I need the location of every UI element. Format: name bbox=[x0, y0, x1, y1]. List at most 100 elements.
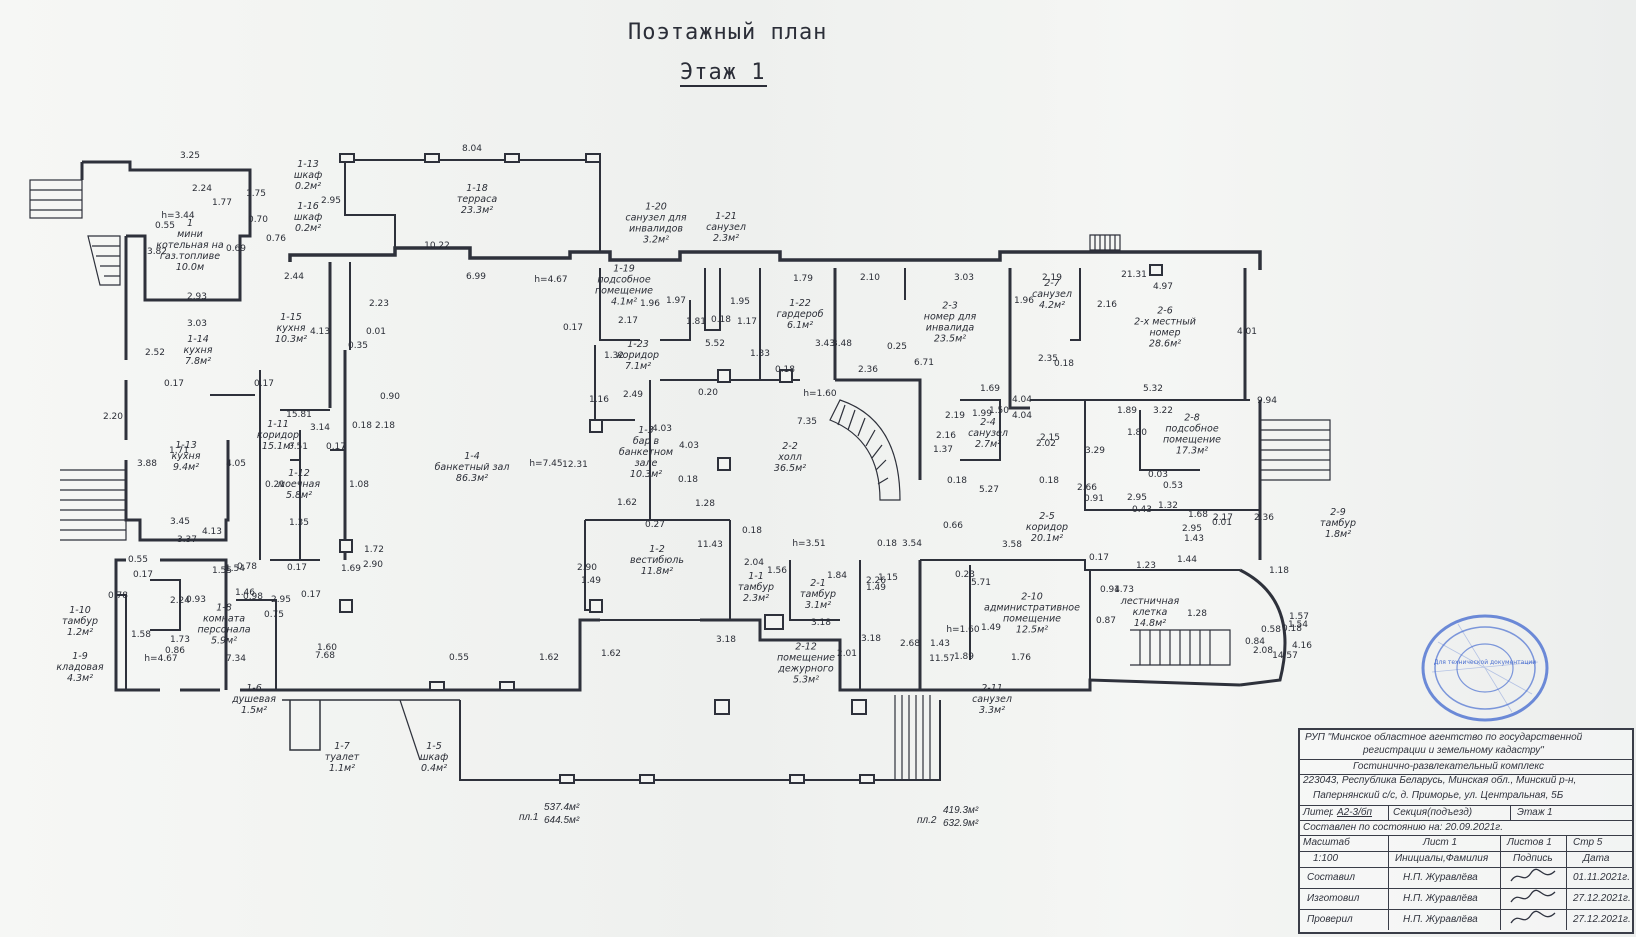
dimension-label: 4.13 bbox=[310, 327, 330, 337]
dimension-label: 2.08 bbox=[1253, 646, 1273, 656]
dimension-label: 1.32 bbox=[604, 351, 624, 361]
room-number: 1-23 bbox=[627, 339, 649, 350]
dimension-label: 1.62 bbox=[617, 498, 637, 508]
room-area: 14.8м² bbox=[1134, 618, 1166, 629]
dimension-label: 0.78 bbox=[108, 591, 128, 601]
dimension-label: 1.49 bbox=[581, 576, 601, 586]
dimension-label: 0.18 bbox=[1282, 624, 1302, 634]
dimension-label: 1.97 bbox=[666, 296, 686, 306]
dimension-label: 1.08 bbox=[349, 480, 369, 490]
room-name: санузел bbox=[968, 428, 1008, 439]
initials-header: Инициалы,Фамилия bbox=[1395, 853, 1489, 864]
room-name: помещение bbox=[595, 286, 653, 297]
state-line: Составлен по состоянию на: 20.09.2021г. bbox=[1303, 822, 1503, 833]
dimension-label: 3.25 bbox=[180, 151, 200, 161]
dimension-label: 1.15 bbox=[878, 573, 898, 583]
dimension-label: 0.20 bbox=[698, 388, 718, 398]
room-name: бар в bbox=[633, 436, 660, 447]
dimension-label: 5.27 bbox=[979, 485, 999, 495]
walls bbox=[80, 159, 1287, 781]
dimension-label: 1.58 bbox=[131, 630, 151, 640]
dimension-label: 0.17 bbox=[301, 590, 321, 600]
room-name: зале bbox=[635, 458, 658, 469]
dimension-label: 2.90 bbox=[363, 560, 383, 570]
room-name: номер для bbox=[924, 312, 977, 323]
dimension-label: 1.56 bbox=[767, 566, 787, 576]
room-area: 10.3м² bbox=[630, 469, 662, 480]
dimension-label: 0.18 bbox=[1054, 359, 1074, 369]
date-header: Дата bbox=[1583, 853, 1610, 864]
dimension-label: 0.43 bbox=[1132, 505, 1152, 515]
room-area: 0.2м² bbox=[295, 181, 321, 192]
dimension-label: 0.18 bbox=[352, 421, 372, 431]
room-name: административное bbox=[984, 603, 1080, 614]
total-section-2: пл.2 419.3м² 632.9м² bbox=[917, 805, 978, 829]
dimension-label: 0.91 bbox=[1084, 494, 1104, 504]
signature-date: 01.11.2021г. bbox=[1573, 872, 1631, 883]
address-line-2: Папернянский с/с, д. Приморье, ул. Центр… bbox=[1313, 790, 1564, 801]
dimension-label: 0.03 bbox=[1148, 470, 1168, 480]
room-area: 5.8м² bbox=[286, 490, 312, 501]
room-number: 2-7 bbox=[1044, 278, 1060, 289]
room-area: 28.6м² bbox=[1149, 339, 1181, 350]
address-line-1: 223043, Республика Беларусь, Минская обл… bbox=[1303, 775, 1577, 786]
dimension-label: 2.01 bbox=[837, 649, 857, 659]
room-area: 1.8м² bbox=[1325, 529, 1351, 540]
dimension-label: 1.73 bbox=[170, 635, 190, 645]
dimension-label: 1.68 bbox=[1188, 510, 1208, 520]
dimension-label: 1.96 bbox=[640, 299, 660, 309]
total-section-1: пл.1 537.4м² 644.5м² bbox=[519, 802, 579, 826]
room-area: 10.0м bbox=[176, 262, 204, 273]
signature-role: Изготовил bbox=[1307, 893, 1360, 904]
room-name: инвалидов bbox=[629, 224, 683, 235]
dimension-label: 4.13 bbox=[202, 527, 222, 537]
dimension-label: 0.17 bbox=[326, 442, 346, 452]
dimension-label: 2.20 bbox=[103, 412, 123, 422]
dimension-label: 0.66 bbox=[943, 521, 963, 531]
room-number: 2-2 bbox=[782, 441, 798, 452]
room-area: 23.3м² bbox=[461, 205, 493, 216]
dimension-label: 4.01 bbox=[1237, 327, 1257, 337]
dimension-label: 3.88 bbox=[137, 459, 157, 469]
room-area: 10.3м² bbox=[275, 334, 307, 345]
dimension-label: 7.68 bbox=[315, 651, 335, 661]
room-area: 12.5м² bbox=[1016, 625, 1048, 636]
room-number: 1-20 bbox=[645, 202, 667, 213]
object-name: Гостинично-развлекательный комплекс bbox=[1353, 761, 1545, 772]
signature-name: Н.П. Журавлёва bbox=[1403, 872, 1478, 883]
room-name: банкетный зал bbox=[435, 462, 510, 473]
dimension-label: 0.58 bbox=[1261, 625, 1281, 635]
dimension-label: 2.16 bbox=[936, 431, 956, 441]
room-area: 3.2м² bbox=[643, 235, 669, 246]
room-number: 2-4 bbox=[980, 417, 996, 428]
dimension-label: 1.69 bbox=[341, 564, 361, 574]
dimension-label: 1.62 bbox=[539, 653, 559, 663]
dimension-label: 0.35 bbox=[348, 341, 368, 351]
total-section-1-area-a: 537.4м² bbox=[544, 802, 580, 813]
room-name: мини bbox=[177, 229, 203, 240]
dimension-label: 1.95 bbox=[730, 297, 750, 307]
dimension-label: 4.97 bbox=[1153, 282, 1173, 292]
dimension-label: 1.28 bbox=[1187, 609, 1207, 619]
room-number: 2-9 bbox=[1330, 507, 1346, 518]
dimension-label: 8.04 bbox=[462, 144, 482, 154]
dimension-label: 1.62 bbox=[601, 649, 621, 659]
sheet-header: Лист 1 bbox=[1423, 837, 1458, 848]
room-name: инвалида bbox=[926, 323, 975, 334]
dimension-label: 0.55 bbox=[449, 653, 469, 663]
dimension-label: 2.17 bbox=[618, 316, 638, 326]
dimension-label: 0.17 bbox=[254, 379, 274, 389]
dimension-label: 2.95 bbox=[1182, 524, 1202, 534]
dimension-label: 0.93 bbox=[186, 595, 206, 605]
